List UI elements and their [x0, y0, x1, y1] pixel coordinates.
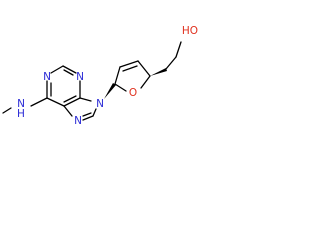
atom-n-amine: N	[17, 98, 25, 110]
bond-c1prime-c2prime	[114, 66, 121, 85]
atom-n1: N	[43, 71, 51, 83]
bond-c3prime-c4prime	[137, 60, 151, 77]
bond-n-c6	[30, 97, 48, 107]
wedge-n9-c1prime	[104, 83, 116, 99]
bond-c4prime-o	[140, 75, 151, 89]
atom-n7: N	[74, 115, 82, 127]
bond-c4-c5	[63, 97, 81, 107]
atom-n9: N	[96, 98, 104, 110]
bond-c2-n3	[62, 65, 77, 74]
bond-c4-c5-double	[63, 95, 77, 103]
atom-ho-group: HO	[182, 25, 198, 37]
bond-n9-c4	[79, 97, 92, 102]
atom-n3: N	[76, 71, 84, 83]
bond-ch2-oh	[165, 56, 177, 70]
bond-n7-c8	[82, 115, 94, 121]
wedge-c4prime-ch2	[150, 68, 167, 76]
bond-c2prime-c3prime	[119, 60, 139, 68]
bond-c5-n7	[63, 105, 73, 117]
bond-c8-n9	[92, 108, 97, 117]
bond-c2-n3-double	[63, 69, 74, 76]
bond-c2prime-c3prime-double	[122, 65, 138, 72]
chemical-structure: N H N N N N O HO	[2, 25, 198, 127]
bond-o-c1prime	[114, 83, 127, 92]
bond-methyl-n	[2, 107, 12, 114]
atom-h-amine: H	[17, 108, 25, 120]
bond-c5-c6	[46, 97, 65, 107]
bond-oh-c	[175, 41, 182, 58]
bond-n1-c2	[50, 65, 64, 74]
atom-o-ring: O	[129, 87, 137, 99]
bond-n7-c8-double	[82, 112, 92, 117]
